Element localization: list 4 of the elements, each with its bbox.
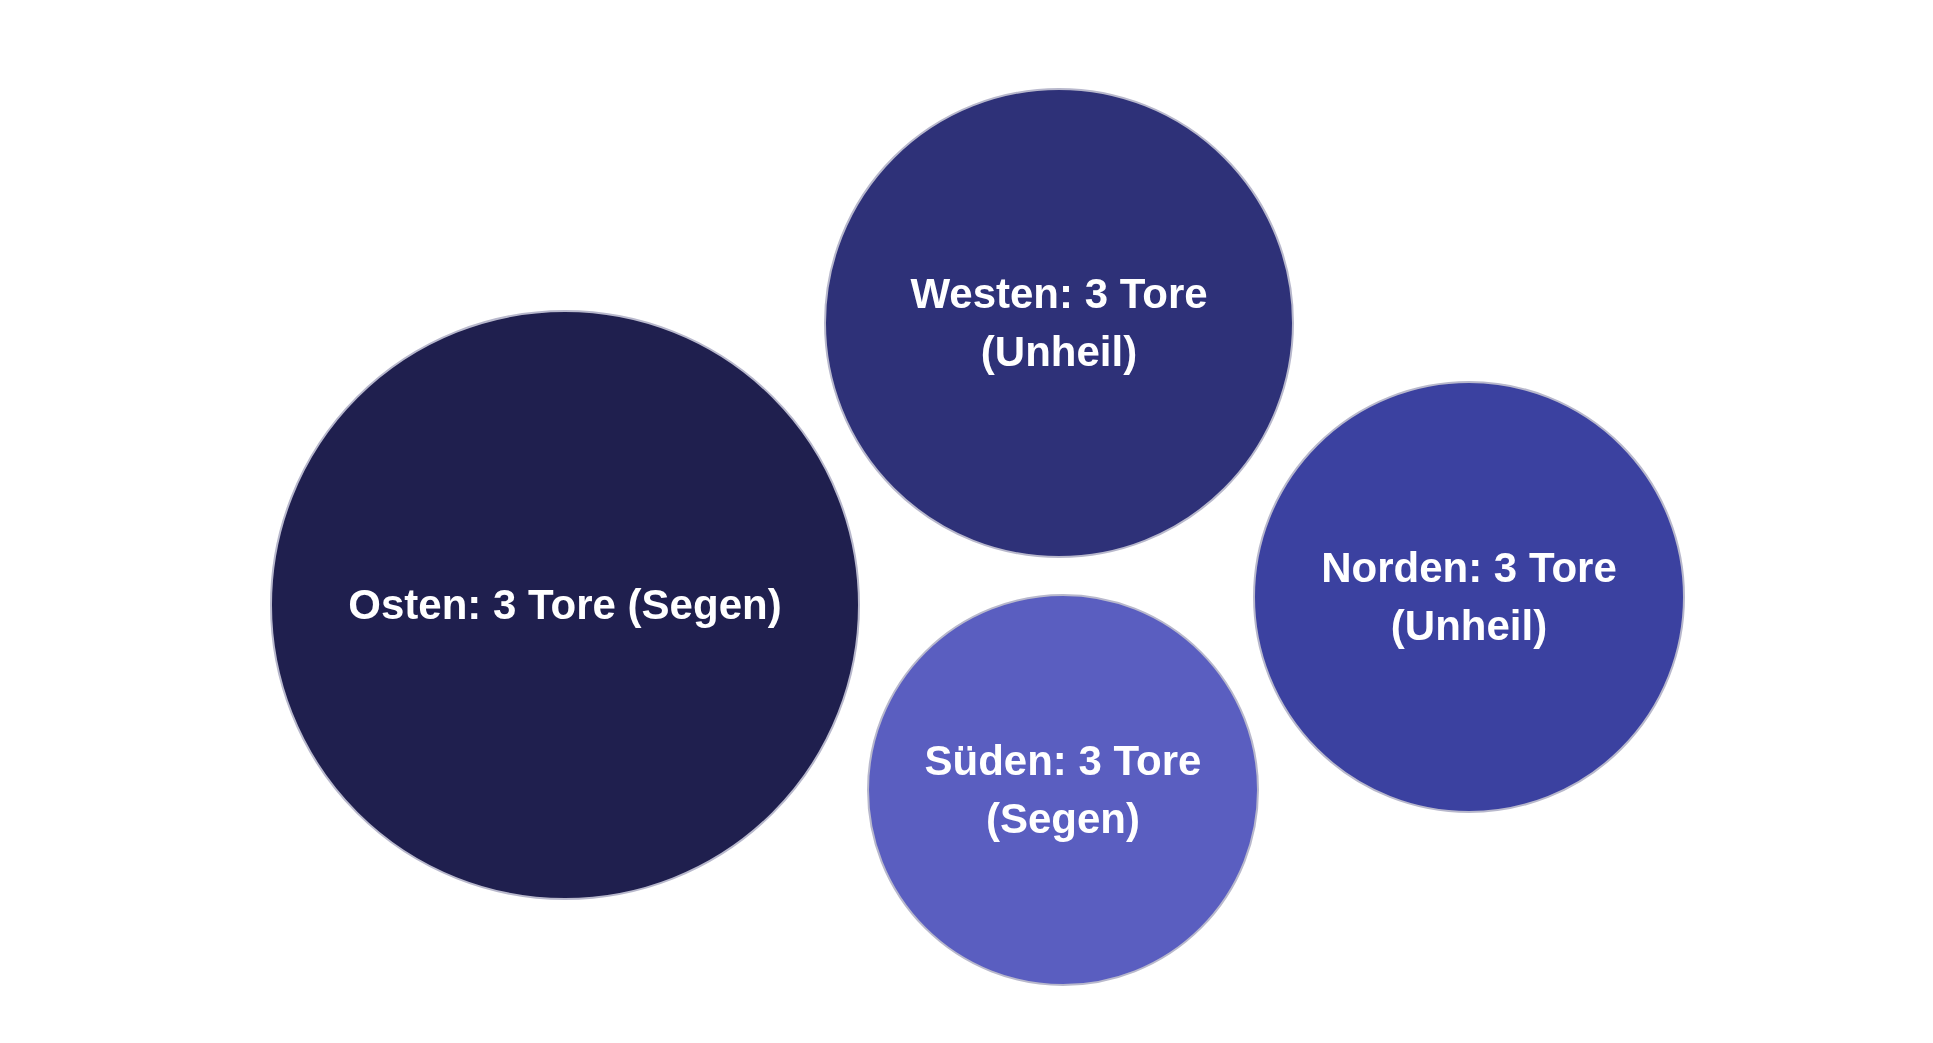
bubble-label: Norden: 3 Tore (Unheil) (1320, 543, 1618, 651)
bubble-label: Süden: 3 Tore (Segen) (923, 736, 1203, 844)
bubble-label: Osten: 3 Tore (Segen) (348, 580, 782, 630)
bubble-label: Westen: 3 Tore (Unheil) (909, 269, 1209, 377)
